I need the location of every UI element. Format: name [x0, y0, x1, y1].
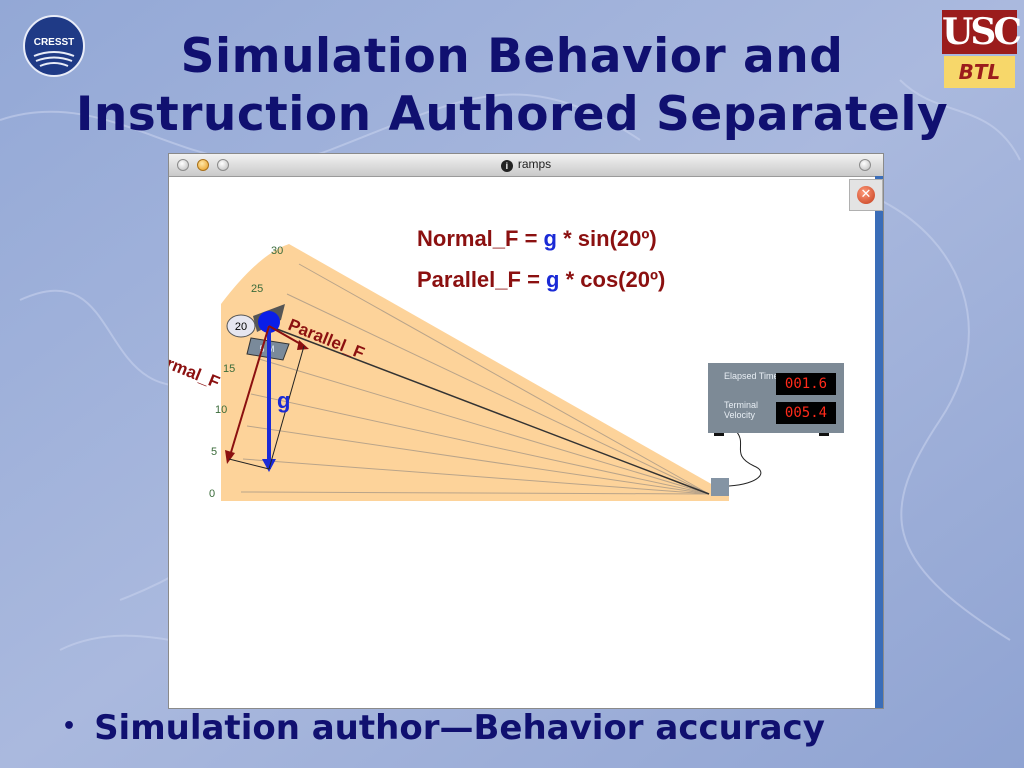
parallel-formula-lhs: Parallel_F = [417, 267, 547, 292]
parallel-formula-rhs: * cos(20º) [559, 267, 666, 292]
window-scroll-strip[interactable] [875, 176, 883, 708]
minimize-window-button[interactable] [197, 159, 209, 171]
panel-foot-left [714, 430, 724, 436]
bullet-text: Simulation author—Behavior accuracy [94, 708, 825, 748]
info-icon: i [500, 160, 513, 172]
panel-foot-right [819, 430, 829, 436]
close-window-button[interactable] [177, 159, 189, 171]
scale-label-0: 0 [209, 488, 215, 500]
parallel-f-vector [268, 325, 305, 347]
bullet-point: • Simulation author—Behavior accuracy [62, 708, 825, 748]
sensor-cable [728, 429, 762, 487]
slide-title-line-1: Simulation Behavior and [180, 29, 844, 84]
g-label: g [277, 388, 290, 413]
scale-label-25: 25 [251, 283, 263, 295]
scale-label-10: 10 [215, 404, 227, 416]
ramp-sector [221, 244, 729, 501]
close-icon: ✕ [857, 186, 875, 204]
force-guide-b [268, 345, 305, 470]
normal-f-vector [228, 325, 270, 460]
normal-force-formula: Normal_F = g * sin(20º) [417, 226, 657, 252]
normal-f-label: Normal_F [169, 345, 222, 392]
bullet-symbol: • [62, 714, 77, 739]
usc-logo-text: USC [942, 10, 1022, 54]
ramp-simulation: 0 5 10 15 20 25 30 20 5 M g Norma [169, 244, 829, 501]
terminal-velocity-value: 005.4 [776, 402, 836, 424]
normal-formula-g: g [543, 226, 557, 251]
cresst-logo: CRESST [22, 14, 86, 78]
normal-f-arrowhead [225, 450, 235, 464]
parallel-formula-g: g [546, 267, 560, 292]
end-sensor [711, 478, 729, 496]
maximize-window-button[interactable] [217, 159, 229, 171]
readout-panel: Elapsed Time 001.6 Terminal Velocity 005… [708, 363, 844, 433]
close-simulation-button[interactable]: ✕ [849, 179, 883, 211]
toolbar-toggle-button[interactable] [859, 159, 871, 171]
ramp-incline [268, 325, 710, 495]
scale-label-15: 15 [223, 363, 235, 375]
normal-formula-lhs: Normal_F = [417, 226, 544, 251]
window-title-text: ramps [517, 157, 552, 171]
scale-label-30: 30 [271, 245, 283, 257]
normal-formula-rhs: * sin(20º) [557, 226, 657, 251]
slide-title: Simulation Behavior and Instruction Auth… [0, 28, 1024, 144]
parallel-force-formula: Parallel_F = g * cos(20º) [417, 267, 665, 293]
ball[interactable] [258, 311, 280, 333]
elapsed-time-label: Elapsed Time [724, 371, 779, 381]
terminal-velocity-label: Terminal Velocity [724, 400, 759, 420]
force-guide-a [228, 458, 270, 470]
usc-btl-logo: USC BTL [942, 10, 1022, 90]
slide-title-line-2: Instruction Authored Separately [75, 87, 949, 142]
g-vector-arrowhead [262, 459, 276, 472]
parallel-f-arrowhead [297, 340, 309, 350]
angle-value: 20 [235, 321, 247, 333]
scale-label-5: 5 [211, 446, 217, 458]
elapsed-time-value: 001.6 [776, 373, 836, 395]
btl-logo-text: BTL [944, 56, 1015, 88]
cresst-logo-text: CRESST [34, 37, 75, 48]
